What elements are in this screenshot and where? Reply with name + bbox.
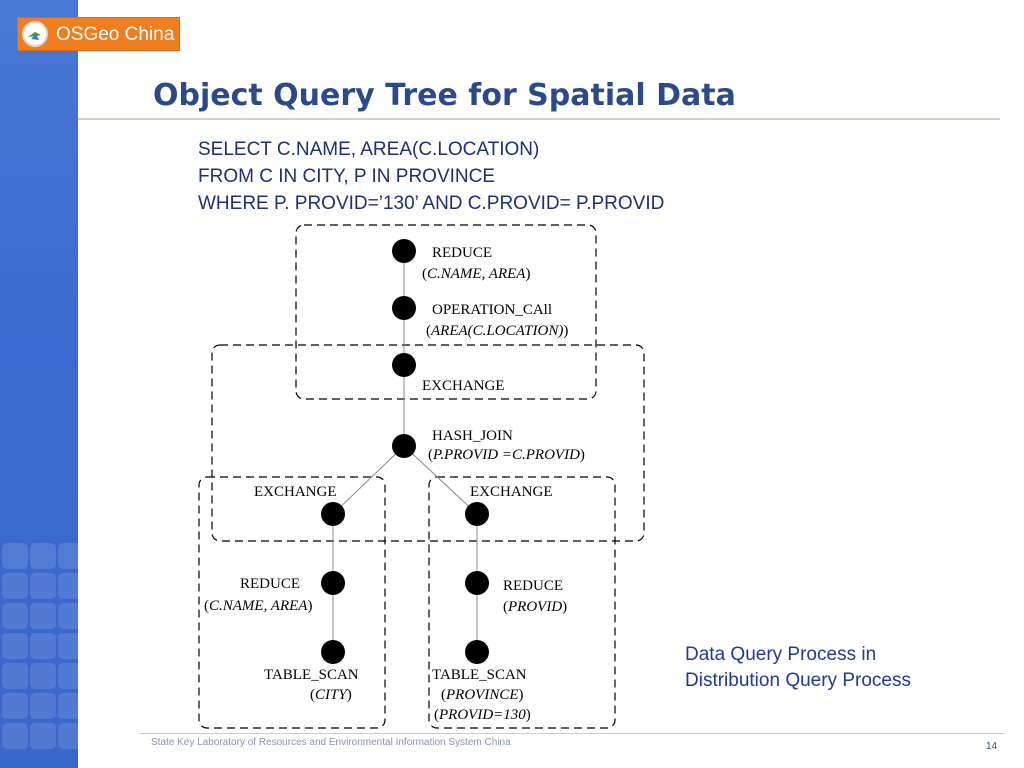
- query-line-from: FROM C IN CITY, P IN PROVINCE: [198, 166, 496, 187]
- group-box-right: [428, 476, 616, 729]
- node-exchange-right: [465, 502, 489, 526]
- edge-join-right: [403, 445, 478, 515]
- arg-operation-call: (AREA(C.LOCATION)): [426, 323, 568, 339]
- osgeo-logo-icon: [22, 21, 48, 47]
- arg-reduce-left: (C.NAME, AREA): [204, 598, 312, 614]
- label-exchange-top: EXCHANGE: [422, 378, 505, 394]
- label-exchange-left: EXCHANGE: [254, 484, 337, 500]
- node-exchange-top: [392, 353, 416, 377]
- label-hash-join: HASH_JOIN: [432, 428, 513, 444]
- edge-join-left: [332, 445, 405, 515]
- arg-hash-join: (P.PROVID =C.PROVID): [428, 447, 585, 463]
- node-reduce-top: [392, 239, 416, 263]
- arg-reduce-right: (PROVID): [503, 599, 567, 615]
- arg-scan-right: (PROVINCE): [441, 687, 524, 703]
- page-title: Object Query Tree for Spatial Data: [153, 78, 736, 113]
- group-box-left: [198, 476, 386, 729]
- title-divider: [78, 118, 1000, 120]
- caption-line-1: Data Query Process in: [685, 644, 877, 665]
- footer-divider: [140, 733, 1004, 734]
- query-line-where: WHERE P. PROVID=’130’ AND C.PROVID= P.PR…: [198, 193, 665, 214]
- label-scan-right: TABLE_SCAN: [432, 667, 527, 683]
- label-reduce-left: REDUCE: [240, 576, 300, 592]
- label-exchange-right: EXCHANGE: [470, 484, 553, 500]
- caption-line-2: Distribution Query Process: [685, 670, 911, 691]
- arg-scan-left: (CITY): [310, 687, 352, 703]
- diagram-caption: Data Query Process in Distribution Query…: [685, 642, 911, 694]
- node-operation-call: [392, 296, 416, 320]
- label-reduce-right: REDUCE: [503, 578, 563, 594]
- node-scan-right: [465, 640, 489, 664]
- node-hash-join: [392, 434, 416, 458]
- group-box-middle: [211, 344, 645, 542]
- footer-text: State Key Laboratory of Resources and En…: [151, 737, 511, 748]
- arg2-scan-right: (PROVID=130): [434, 707, 531, 723]
- label-reduce-top: REDUCE: [432, 245, 492, 261]
- sidebar-decoration: [0, 0, 78, 768]
- query-line-select: SELECT C.NAME, AREA(C.LOCATION): [198, 139, 540, 160]
- label-operation-call: OPERATION_CAll: [432, 302, 552, 318]
- sql-query: SELECT C.NAME, AREA(C.LOCATION) FROM C I…: [198, 136, 664, 217]
- logo-text: OSGeo China: [56, 24, 175, 45]
- node-exchange-left: [321, 502, 345, 526]
- osgeo-logo[interactable]: OSGeo China: [17, 17, 180, 51]
- node-reduce-left: [321, 571, 345, 595]
- arg-reduce-top: (C.NAME, AREA): [422, 266, 530, 282]
- node-reduce-right: [465, 571, 489, 595]
- page-number: 14: [986, 741, 998, 752]
- node-scan-left: [321, 640, 345, 664]
- label-scan-left: TABLE_SCAN: [264, 667, 359, 683]
